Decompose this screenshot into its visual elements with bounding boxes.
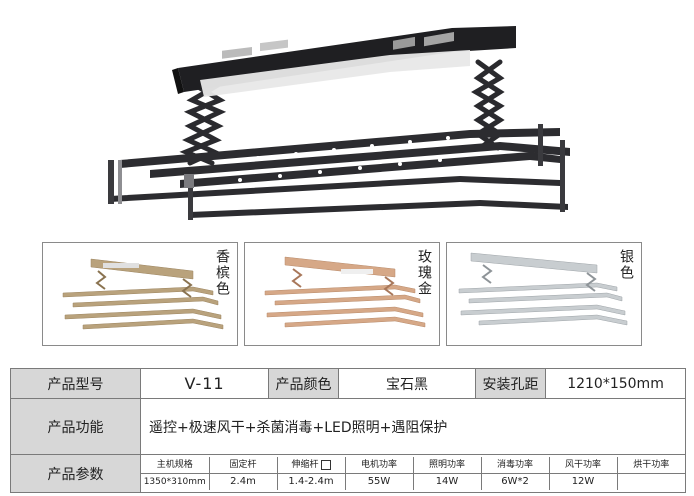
- param-value: [616, 473, 686, 490]
- variant-champagne[interactable]: 香槟色: [42, 242, 238, 346]
- param-label: 产品参数: [10, 454, 141, 493]
- model-label: 产品型号: [10, 368, 141, 399]
- drying-rack-bars: [108, 124, 570, 220]
- param-subtable: 主机规格 固定杆 伸缩杆 电机功率 照明功率 消毒功率 风干功率 烘干功率 13…: [141, 457, 686, 490]
- param-value: 14W: [412, 473, 482, 490]
- variant-silver[interactable]: 银色: [446, 242, 642, 346]
- param-value: 1.4-2.4m: [276, 473, 346, 490]
- led-light-dots: [218, 136, 450, 182]
- color-label: 产品颜色: [268, 368, 340, 399]
- variant-label: 玫瑰金: [416, 249, 432, 297]
- param-value: 12W: [548, 473, 618, 490]
- hole-label: 安装孔距: [475, 368, 547, 399]
- top-housing: [172, 26, 516, 97]
- spec-table: 产品型号 V-11 产品颜色 宝石黑 安装孔距 1210*150mm 产品功能 …: [10, 368, 687, 493]
- param-value: 55W: [344, 473, 414, 490]
- variant-rose-gold-image: [264, 256, 426, 328]
- function-label: 产品功能: [10, 398, 141, 455]
- variant-rose-gold[interactable]: 玫瑰金: [244, 242, 440, 346]
- color-value: 宝石黑: [338, 368, 477, 399]
- checkbox-icon: [320, 459, 331, 470]
- param-header: 风干功率: [548, 457, 618, 474]
- param-value: 2.4m: [208, 473, 278, 490]
- hole-value: 1210*150mm: [545, 368, 687, 399]
- param-header: 固定杆: [208, 457, 278, 474]
- table-row: 产品参数 主机规格 固定杆 伸缩杆 电机功率 照明功率 消毒功率 风干功率 烘干…: [10, 454, 687, 493]
- hook-clip: [184, 174, 194, 188]
- param-header: 照明功率: [412, 457, 482, 474]
- param-value: 1350*310mm: [141, 473, 210, 490]
- function-value: 遥控+极速风干+杀菌消毒+LED照明+遇阻保护: [139, 398, 687, 455]
- model-value: V-11: [139, 368, 270, 399]
- variant-champagne-image: [62, 258, 224, 330]
- param-header: 主机规格: [141, 457, 210, 474]
- param-header: 电机功率: [344, 457, 414, 474]
- variant-label: 香槟色: [214, 249, 230, 297]
- param-header: 消毒功率: [480, 457, 550, 474]
- variant-silver-image: [458, 252, 628, 326]
- variant-label: 银色: [618, 249, 634, 281]
- param-header: 伸缩杆: [291, 460, 319, 470]
- table-row: 产品功能 遥控+极速风干+杀菌消毒+LED照明+遇阻保护: [10, 398, 687, 455]
- param-value: 6W*2: [480, 473, 550, 490]
- scissor-arm-left: [179, 82, 227, 166]
- table-row: 产品型号 V-11 产品颜色 宝石黑 安装孔距 1210*150mm: [10, 368, 687, 399]
- param-header: 烘干功率: [616, 457, 686, 474]
- product-hero-image: [108, 26, 570, 220]
